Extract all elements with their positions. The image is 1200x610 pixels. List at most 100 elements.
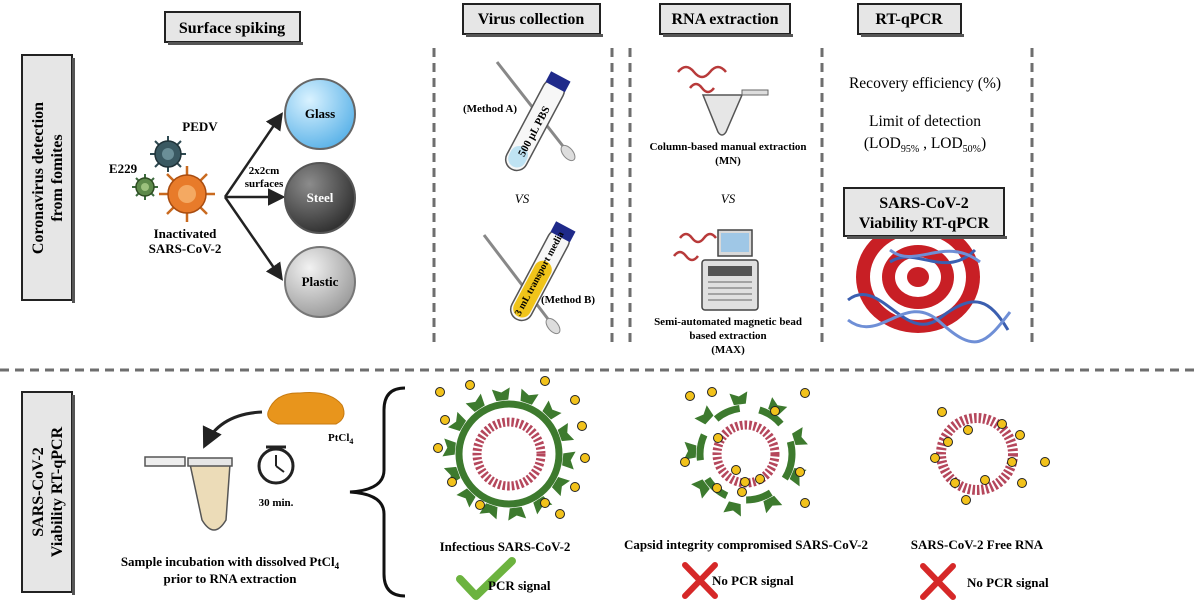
recovery-efficiency-label: Recovery efficiency (%) — [849, 75, 1001, 92]
pipette-tube-icon — [677, 65, 769, 136]
vs-extraction-label: VS — [721, 191, 736, 206]
clock-icon — [257, 445, 295, 485]
ptcl-label: PtCl4 — [328, 432, 353, 446]
method-b-label: (Method B) — [541, 294, 595, 306]
compromised-label: Capsid integrity compromised SARS-CoV-2 — [624, 537, 868, 552]
header-rna-extraction-label: RNA extraction — [671, 11, 778, 28]
capsid-spike — [465, 393, 485, 412]
e229-virus-icon — [132, 174, 158, 200]
no-pcr-signal-label-1: No PCR signal — [712, 573, 794, 588]
ptcl-particle — [680, 457, 690, 467]
ptcl-particle — [1017, 478, 1027, 488]
capsid-spike — [447, 411, 467, 431]
ptcl-particle — [997, 419, 1007, 429]
dna-helix-icon — [847, 248, 1012, 344]
infectious-label: Infectious SARS-CoV-2 — [440, 539, 571, 554]
pcr-signal-label: PCR signal — [488, 578, 551, 593]
ptcl-particle — [800, 388, 810, 398]
ptcl-particle — [770, 406, 780, 416]
capsid-spike — [694, 405, 714, 425]
incubation-caption-1: Sample incubation with dissolved PtCl4 — [121, 554, 340, 571]
ptcl-particle — [731, 465, 741, 475]
header-rna-extraction: RNA extraction — [659, 3, 793, 37]
ptcl-particle — [950, 478, 960, 488]
mn-label-1: Column-based manual extraction — [649, 141, 806, 153]
surface-size-label-1: 2x2cm — [249, 165, 280, 177]
ptcl-particle — [937, 407, 947, 417]
side-label-top: Coronavirus detection from fomites — [21, 54, 75, 303]
capsid-spike — [729, 391, 748, 406]
e229-label: E229 — [109, 161, 138, 176]
ptcl-particle — [475, 500, 485, 510]
side-label-top-line2: from fomites — [49, 134, 66, 221]
ptcl-particle — [795, 467, 805, 477]
capsid-spike — [792, 427, 808, 446]
max-label-1: Semi-automated magnetic bead — [654, 316, 802, 328]
header-surface-spiking: Surface spiking — [164, 11, 303, 45]
bracket — [349, 386, 406, 598]
powder-icon — [267, 392, 345, 425]
microtube-icon — [144, 456, 233, 531]
ptcl-particle — [707, 387, 717, 397]
ptcl-particle — [540, 498, 550, 508]
ptcl-particle — [712, 483, 722, 493]
pedv-label: PEDV — [182, 119, 218, 134]
ptcl-particle — [435, 387, 445, 397]
free-rna-label: SARS-CoV-2 Free RNA — [911, 537, 1044, 552]
capsid-spike — [520, 388, 539, 405]
ptcl-particle — [577, 421, 587, 431]
ptcl-particle — [961, 495, 971, 505]
viability-box-line2: Viability RT-qPCR — [859, 215, 990, 232]
swab-tube-b-icon: 3 mL transport media — [482, 221, 576, 335]
side-label-top-line1: Coronavirus detection — [30, 102, 47, 254]
ptcl-particle — [1015, 430, 1025, 440]
header-virus-collection: Virus collection — [462, 3, 603, 37]
incubation-arrow — [202, 410, 263, 449]
method-a-label: (Method A) — [463, 103, 517, 115]
capsid-spike — [562, 451, 576, 470]
ptcl-particle — [713, 433, 723, 443]
max-label-2: based extraction — [689, 330, 766, 342]
ptcl-particle — [540, 376, 550, 386]
free-rna-icon — [930, 407, 1050, 505]
infectious-virus-icon — [433, 376, 590, 521]
viability-box-line1: SARS-CoV-2 — [879, 195, 968, 212]
dashed-separators — [0, 48, 1200, 372]
steel-label: Steel — [307, 190, 334, 205]
capsid-spike — [551, 477, 571, 497]
ptcl-particle — [943, 437, 953, 447]
spiking-arrows — [223, 112, 286, 281]
mn-label-2: (MN) — [715, 155, 741, 167]
header-rt-qpcr-label: RT-qPCR — [875, 11, 943, 28]
capsid-spike — [557, 422, 575, 442]
ptcl-particle — [447, 477, 457, 487]
capsid-spike — [542, 400, 562, 420]
capsid-spike — [683, 441, 697, 460]
cross-icon-2 — [920, 563, 956, 600]
capsid-spike — [491, 387, 510, 402]
ptcl-particle — [737, 487, 747, 497]
capsid-spike — [456, 488, 476, 508]
check-icon — [456, 557, 516, 600]
extractor-machine-icon — [673, 229, 759, 311]
ptcl-particle — [570, 395, 580, 405]
ptcl-particle — [1007, 457, 1017, 467]
ptcl-particle — [800, 498, 810, 508]
inactivated-label-2: SARS-CoV-2 — [149, 241, 222, 256]
ptcl-particle — [570, 482, 580, 492]
inactivated-label-1: Inactivated — [154, 226, 218, 241]
ptcl-particle — [685, 391, 695, 401]
capsid-spike — [723, 501, 741, 517]
header-rt-qpcr: RT-qPCR — [857, 3, 964, 37]
ptcl-particle — [930, 453, 940, 463]
header-virus-collection-label: Virus collection — [478, 11, 585, 28]
compromised-virus-icon — [680, 387, 810, 517]
steel-surface: Steel — [284, 162, 356, 234]
side-label-bottom-line2: Viability RT-qPCR — [49, 426, 66, 557]
cross-icon — [682, 562, 718, 599]
plastic-label: Plastic — [302, 274, 339, 289]
max-label-3: (MAX) — [711, 344, 745, 356]
viability-rtqpcr-box: SARS-CoV-2 Viability RT-qPCR — [843, 187, 1007, 239]
time-label: 30 min. — [259, 497, 294, 509]
